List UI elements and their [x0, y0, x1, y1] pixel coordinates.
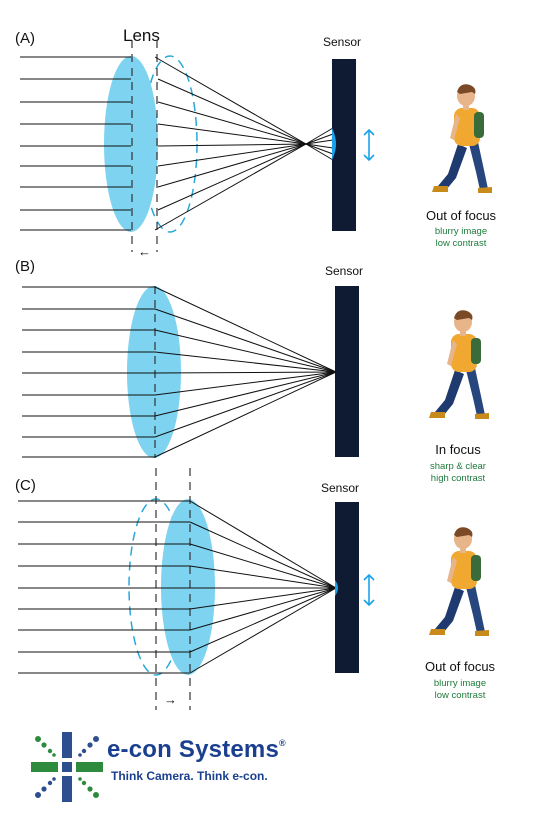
brand-name-text: e-con Systems	[107, 736, 280, 763]
walking-person-icon	[429, 310, 489, 419]
panel-b: (B) Sensor In focus	[15, 258, 489, 484]
panel-c: (C) Sensor →	[15, 468, 496, 710]
panel-c-sensor	[335, 502, 359, 673]
panel-c-lens	[161, 499, 215, 675]
panel-c-detail-2: low contrast	[435, 690, 486, 701]
panel-b-tag: (B)	[15, 258, 35, 275]
registered-mark: ®	[279, 738, 286, 748]
panel-a-lens	[104, 56, 158, 232]
brand-tagline: Think Camera. Think e-con.	[111, 769, 268, 783]
panel-c-sensor-label: Sensor	[321, 481, 359, 495]
panel-a-converging-rays	[154, 56, 334, 231]
panel-a-detail-2: low contrast	[436, 238, 487, 249]
panel-c-converging-rays	[189, 500, 337, 674]
panel-c-blur-spot	[335, 580, 338, 596]
panel-b-converging-rays	[154, 286, 337, 458]
panel-b-lens	[127, 286, 181, 458]
walking-person-icon	[429, 527, 489, 636]
vertical-double-arrow-icon	[363, 128, 375, 162]
panel-a-detail-1: blurry image	[435, 226, 487, 237]
panel-a-ideal-lens-outline	[142, 55, 198, 233]
panel-b-detail-2: high contrast	[431, 473, 486, 484]
walking-person-icon	[432, 84, 492, 193]
panel-b-detail-1: sharp & clear	[430, 461, 486, 472]
econ-logo-icon	[31, 732, 103, 802]
panel-c-status: Out of focus	[425, 659, 496, 674]
panel-c-detail-1: blurry image	[434, 678, 486, 689]
panel-c-incoming-rays	[18, 500, 190, 674]
lens-label: Lens	[123, 26, 160, 45]
panel-a-status: Out of focus	[426, 208, 497, 223]
brand-name: e-con Systems®	[107, 736, 286, 764]
panel-a: (A) Lens Sensor ←	[15, 26, 497, 259]
panel-a-incoming-rays	[20, 56, 131, 231]
panel-a-shift-arrow: ←	[138, 244, 151, 259]
panel-b-incoming-rays	[22, 286, 155, 458]
panel-c-tag: (C)	[15, 477, 36, 494]
panel-a-sensor	[332, 59, 356, 231]
panel-a-tag: (A)	[15, 30, 35, 47]
panel-b-sensor	[335, 286, 359, 457]
vertical-double-arrow-icon	[363, 573, 375, 607]
panel-a-sensor-label: Sensor	[323, 35, 361, 49]
panel-c-shift-arrow: →	[164, 692, 177, 707]
panel-a-blur-spot	[332, 128, 336, 160]
panel-b-sensor-label: Sensor	[325, 264, 363, 278]
panel-b-status: In focus	[435, 442, 481, 457]
